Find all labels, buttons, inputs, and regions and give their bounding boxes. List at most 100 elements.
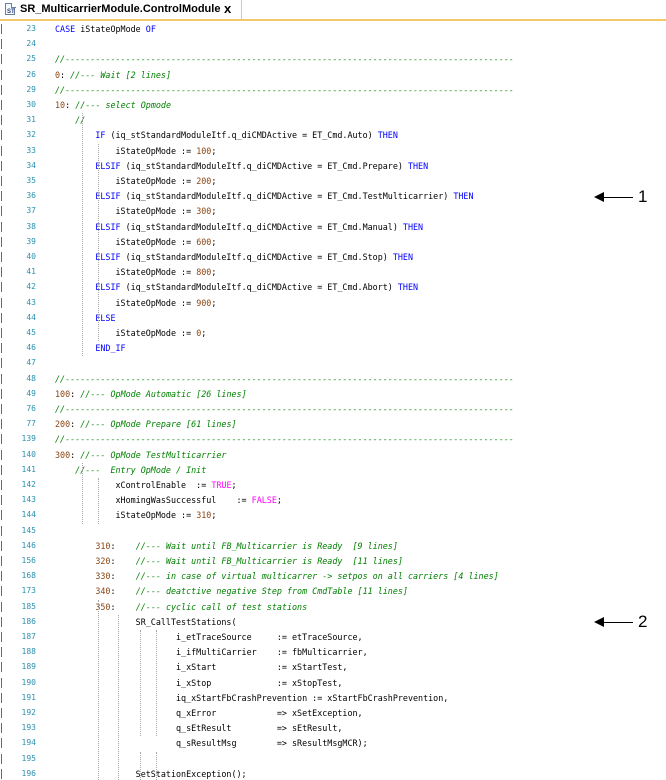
line-number: 77 — [26, 419, 36, 429]
code-line[interactable]: 142 xControlEnable := TRUE; — [0, 478, 624, 492]
code-line[interactable]: 144 iStateOpMode := 310; — [0, 508, 624, 522]
code-text: i_etTraceSource := etTraceSource, — [55, 630, 363, 644]
gutter-marker — [1, 632, 2, 642]
code-line[interactable]: 156 320: //--- Wait until FB_Multicarrie… — [0, 554, 624, 568]
code-line[interactable]: 43 iStateOpMode := 900; — [0, 296, 624, 310]
code-token: SetStationException(); — [55, 768, 247, 779]
code-line[interactable]: 24 — [0, 37, 624, 51]
annotation-label: 2 — [638, 612, 648, 632]
gutter-marker — [1, 358, 2, 369]
code-line[interactable]: 29//------------------------------------… — [0, 83, 624, 97]
code-token: : — [65, 100, 76, 110]
code-line[interactable]: 190 i_xStop := xStopTest, — [0, 676, 624, 690]
gutter-marker — [1, 404, 2, 414]
gutter-marker — [1, 571, 2, 582]
code-line[interactable]: 47 — [0, 356, 624, 370]
gutter-marker — [1, 388, 2, 399]
code-line[interactable]: 191 iq_xStartFbCrashPrevention := xStart… — [0, 691, 624, 705]
code-line[interactable]: 38 ELSIF (iq_stStandardModuleItf.q_diCMD… — [0, 220, 624, 234]
indent-guide — [140, 630, 141, 737]
annotation-arrow-head — [594, 617, 604, 628]
line-number: 24 — [26, 39, 36, 49]
line-number: 195 — [21, 753, 36, 763]
code-line[interactable]: 187 i_etTraceSource := etTraceSource, — [0, 630, 624, 644]
code-line[interactable]: 34 ELSIF (iq_stStandardModuleItf.q_diCMD… — [0, 159, 624, 173]
code-token: q_sEtResult => sEtResult, — [55, 723, 343, 734]
line-number: 38 — [26, 221, 36, 231]
code-line[interactable]: 25//------------------------------------… — [0, 52, 624, 66]
code-line[interactable]: 189 i_xStart := xStartTest, — [0, 660, 624, 674]
code-line[interactable]: 173 340: //--- deatctive negative Step f… — [0, 584, 624, 598]
gutter-marker — [1, 297, 2, 308]
code-line[interactable]: 46 END_IF — [0, 341, 624, 355]
code-token: q_xError => xSetException, — [55, 708, 363, 718]
code-text: // — [55, 113, 85, 127]
code-line[interactable]: 196 SetStationException(); — [0, 767, 624, 780]
code-line[interactable]: 31 // — [0, 113, 624, 127]
code-line[interactable]: 33 iStateOpMode := 100; — [0, 144, 624, 158]
code-line[interactable]: 195 — [0, 752, 624, 766]
code-text: 340: //--- deatctive negative Step from … — [55, 584, 408, 598]
line-number: 46 — [26, 343, 36, 353]
code-line[interactable]: 77 200: //--- OpMode Prepare [61 lines] — [0, 417, 624, 431]
code-token: THEN — [397, 282, 419, 293]
line-number: 32 — [26, 130, 36, 140]
code-text: 0: //--- Wait [2 lines] — [55, 68, 171, 82]
line-number: 185 — [21, 601, 36, 611]
code-text: END_IF — [55, 341, 126, 355]
code-line[interactable]: 185 350: //--- cyclic call of test stati… — [0, 600, 624, 614]
code-line[interactable]: 139//-----------------------------------… — [0, 432, 624, 446]
line-number: 42 — [26, 282, 36, 292]
line-number: 33 — [26, 145, 36, 155]
code-token: END_IF — [55, 343, 126, 354]
code-token: xControlEnable := — [55, 480, 212, 490]
code-line[interactable]: 40 ELSIF (iq_stStandardModuleItf.q_diCMD… — [0, 250, 624, 264]
code-token: iStateOpMode := — [55, 145, 197, 156]
close-tab-icon[interactable]: x — [224, 1, 232, 16]
code-line[interactable]: 41 iStateOpMode := 800; — [0, 265, 624, 279]
line-number: 192 — [21, 708, 36, 717]
indent-guide — [118, 614, 119, 780]
code-token: iStateOpMode := — [55, 328, 197, 338]
code-text: iStateOpMode := 310; — [55, 508, 217, 522]
code-text: //--------------------------------------… — [55, 372, 514, 386]
code-line[interactable]: 36 ELSIF (iq_stStandardModuleItf.q_diCMD… — [0, 189, 624, 203]
gutter-marker — [1, 768, 2, 779]
code-text: 200: //--- OpMode Prepare [61 lines] — [55, 417, 237, 431]
code-line[interactable]: 141 //--- Entry OpMode / Init — [0, 463, 624, 477]
line-number: 45 — [26, 328, 36, 337]
code-line[interactable]: 192 q_xError => xSetException, — [0, 706, 624, 720]
code-line[interactable]: 37 iStateOpMode := 300; — [0, 204, 624, 218]
code-line[interactable]: 45 iStateOpMode := 0; — [0, 326, 624, 340]
code-line[interactable]: 146 310: //--- Wait until FB_Multicarrie… — [0, 539, 624, 553]
code-token: //--- OpMode TestMulticarrier — [80, 449, 227, 460]
code-line[interactable]: 32 IF (iq_stStandardModuleItf.q_diCMDAct… — [0, 128, 624, 142]
gutter-marker — [1, 39, 2, 50]
code-token: ; — [211, 176, 217, 186]
code-line[interactable]: 143 xHomingWasSuccessful := FALSE; — [0, 493, 624, 507]
code-token: 330 — [55, 571, 111, 582]
code-line[interactable]: 39 iStateOpMode := 600; — [0, 235, 624, 249]
code-line[interactable]: 168 330: //--- in case of virtual multic… — [0, 569, 624, 583]
code-line[interactable]: 35 iStateOpMode := 200; — [0, 174, 624, 188]
code-line[interactable]: 193 q_sEtResult => sEtResult, — [0, 721, 624, 735]
code-line[interactable]: 48//------------------------------------… — [0, 372, 624, 386]
tab-controlmodule[interactable]: ST SR_MulticarrierModule.ControlModule x — [0, 0, 242, 19]
line-number: 36 — [26, 191, 36, 201]
code-line[interactable]: 188 i_ifMultiCarrier := fbMulticarrier, — [0, 645, 624, 659]
editor-tab-bar: ST SR_MulticarrierModule.ControlModule x — [0, 0, 666, 21]
code-line[interactable]: 44 ELSE — [0, 311, 624, 325]
code-line[interactable]: 42 ELSIF (iq_stStandardModuleItf.q_diCMD… — [0, 280, 624, 294]
code-line[interactable]: 76//------------------------------------… — [0, 402, 624, 416]
code-line[interactable]: 194 q_sResultMsg => sResultMsgMCR); — [0, 736, 624, 750]
code-line[interactable]: 145 — [0, 524, 624, 538]
annotation-arrow-head — [594, 191, 604, 202]
code-line[interactable]: 186 SR_CallTestStations( — [0, 615, 624, 629]
code-token: CASE — [55, 24, 81, 34]
